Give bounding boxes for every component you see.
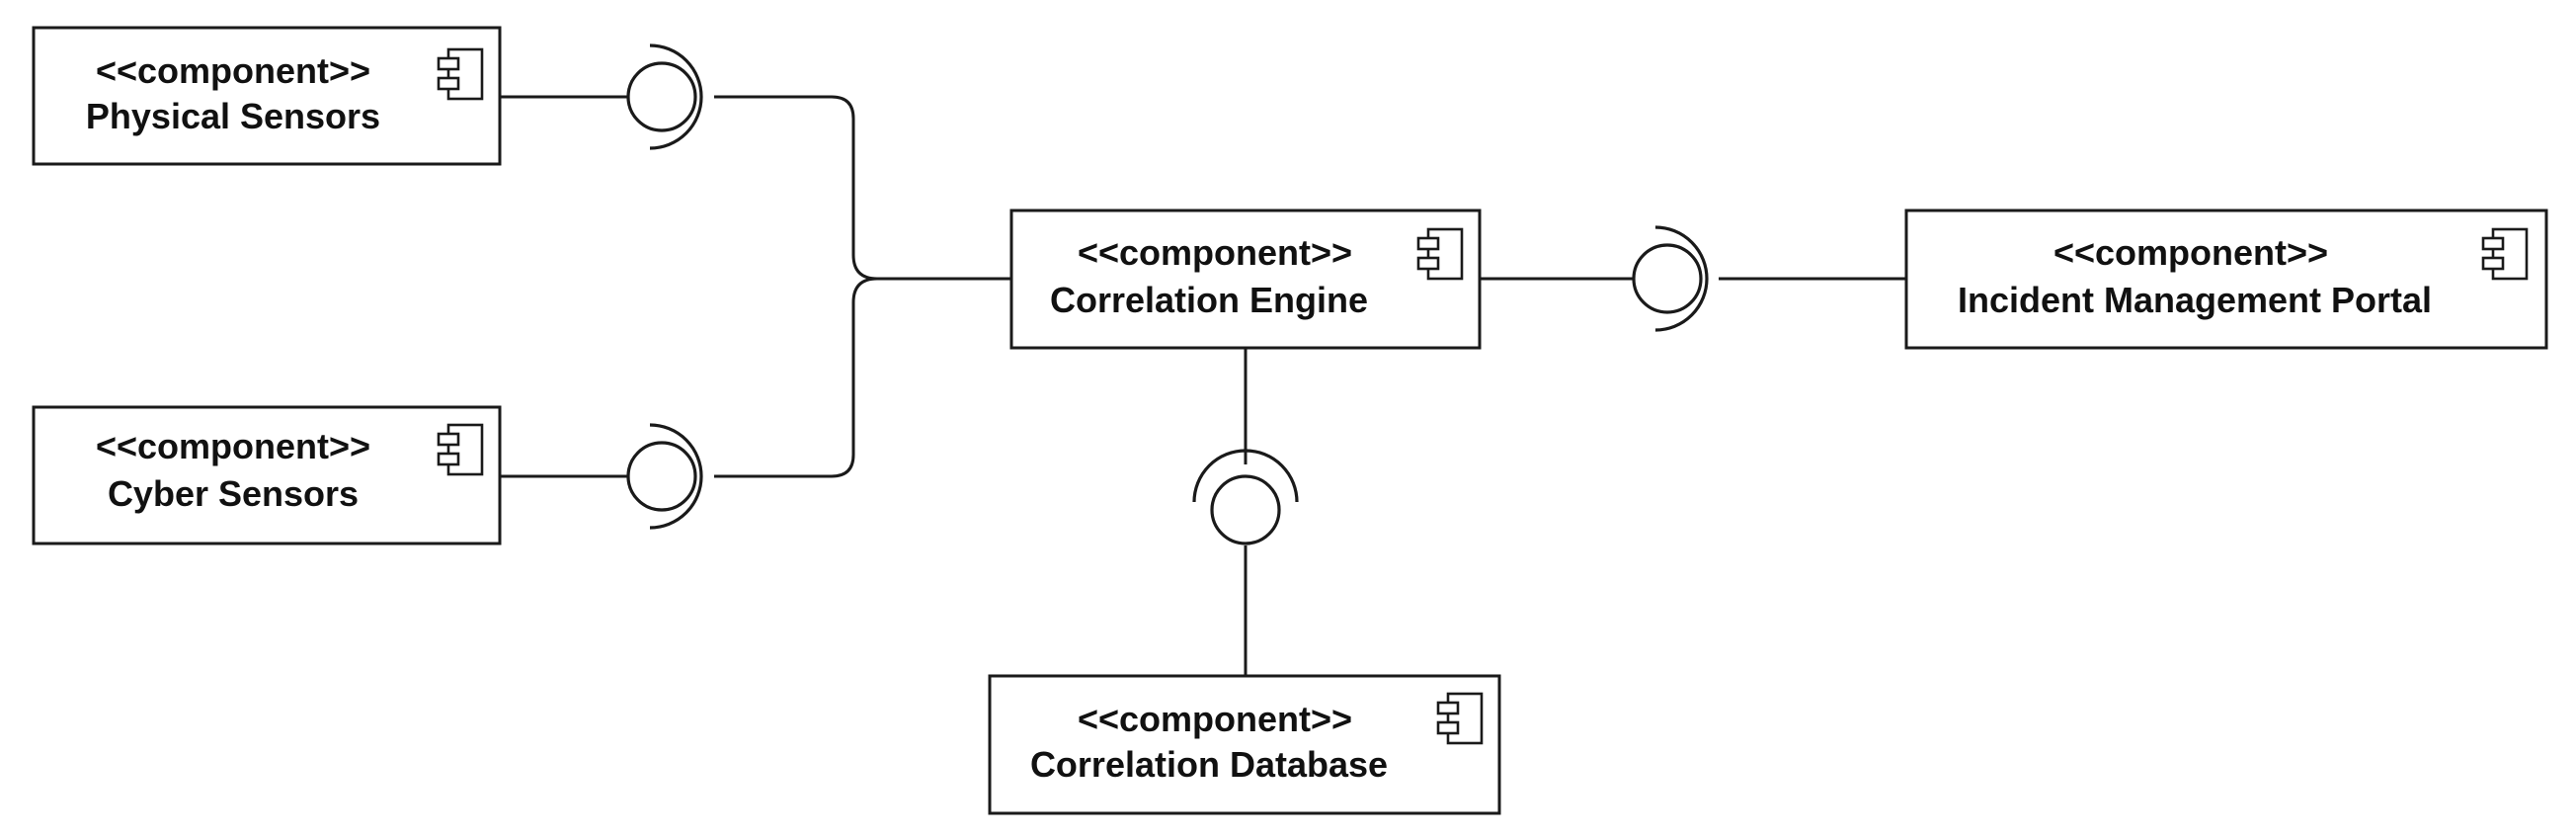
- component-icon: [437, 423, 484, 476]
- provided-interface-physical-sensors: [626, 61, 697, 132]
- required-socket-correlation-engine: [1192, 449, 1299, 503]
- component-name: Cyber Sensors: [108, 473, 359, 514]
- component-stereotype: <<component>>: [96, 426, 370, 466]
- component-physical-sensors[interactable]: <<component>> Physical Sensors: [32, 26, 502, 166]
- component-cyber-sensors[interactable]: <<component>> Cyber Sensors: [32, 405, 502, 545]
- component-box: [1904, 209, 2548, 350]
- required-socket-physical-sensors: [649, 43, 703, 150]
- component-incident-management-portal[interactable]: <<component>> Incident Management Portal: [1904, 209, 2548, 350]
- component-icon: [1416, 227, 1464, 281]
- component-name: Correlation Engine: [1050, 280, 1368, 320]
- wire-physical-sensors-to-junction: [714, 95, 878, 281]
- component-stereotype: <<component>>: [1078, 699, 1352, 739]
- interfaces: [626, 43, 1709, 545]
- component-box: [32, 405, 502, 545]
- component-name: Correlation Database: [1030, 744, 1388, 785]
- component-stereotype: <<component>>: [96, 50, 370, 91]
- required-socket-cyber-sensors: [649, 423, 703, 530]
- component-box: [988, 674, 1501, 815]
- component-icon: [2481, 227, 2529, 281]
- component-correlation-database[interactable]: <<component>> Correlation Database: [988, 674, 1501, 815]
- component-stereotype: <<component>>: [1078, 232, 1352, 273]
- component-name: Incident Management Portal: [1958, 280, 2432, 320]
- component-box: [32, 26, 502, 166]
- component-icon: [1436, 692, 1484, 745]
- wire-cyber-sensors-to-junction: [714, 277, 878, 478]
- provided-interface-correlation-engine: [1632, 243, 1703, 314]
- component-icon: [437, 47, 484, 101]
- component-correlation-engine[interactable]: <<component>> Correlation Engine: [1009, 209, 1482, 350]
- component-name: Physical Sensors: [86, 96, 380, 136]
- connectors: [500, 95, 1906, 676]
- required-socket-incident-portal: [1654, 225, 1709, 332]
- provided-interface-cyber-sensors: [626, 441, 697, 512]
- component-box: [1009, 209, 1482, 350]
- provided-interface-correlation-database: [1210, 474, 1281, 545]
- component-stereotype: <<component>>: [2053, 232, 2328, 273]
